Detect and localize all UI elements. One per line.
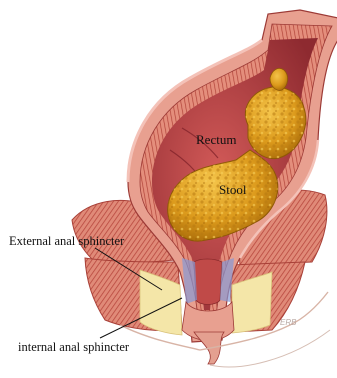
rectum-label: Rectum [196,133,236,146]
external-anal-sphincter-label: External anal sphincter [9,235,124,248]
artist-signature: ERB [280,318,296,327]
internal-anal-sphincter-label: internal anal sphincter [18,341,129,354]
stool-label: Stool [219,183,246,196]
